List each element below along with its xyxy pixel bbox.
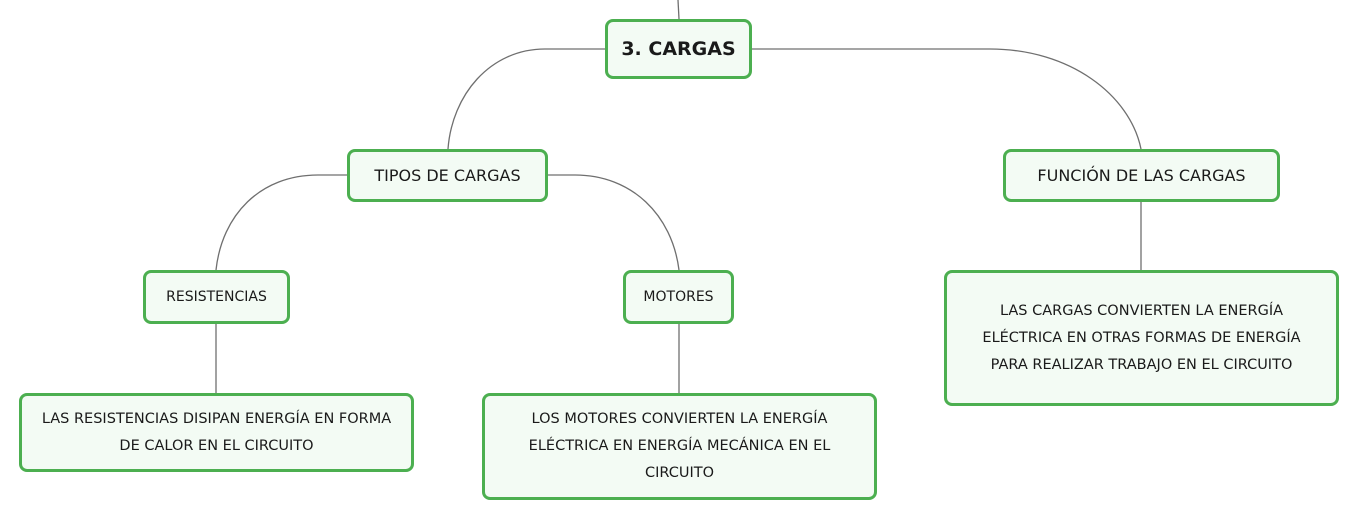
description-funcion[interactable]: LAS CARGAS CONVIERTEN LA ENERGÍA ELÉCTRI… [944, 270, 1339, 406]
topic-resistencias[interactable]: RESISTENCIAS [143, 270, 290, 324]
connector-tipos-to-resistencias [215, 174, 347, 271]
description-motores[interactable]: LOS MOTORES CONVIERTEN LA ENERGÍA ELÉCTR… [482, 393, 877, 500]
root-topic-node[interactable]: 3. CARGAS [605, 19, 752, 79]
connector-root-to-funcion [752, 48, 1142, 150]
topic-tipos-de-cargas[interactable]: TIPOS DE CARGAS [347, 149, 548, 202]
connector-parent-to-root [677, 0, 680, 20]
topic-funcion-de-las-cargas[interactable]: FUNCIÓN DE LAS CARGAS [1003, 149, 1280, 202]
topic-motores[interactable]: MOTORES [623, 270, 734, 324]
connector-tipos-to-motores [548, 174, 680, 271]
connector-root-to-tipos [447, 48, 605, 150]
description-resistencias[interactable]: LAS RESISTENCIAS DISIPAN ENERGÍA EN FORM… [19, 393, 414, 472]
